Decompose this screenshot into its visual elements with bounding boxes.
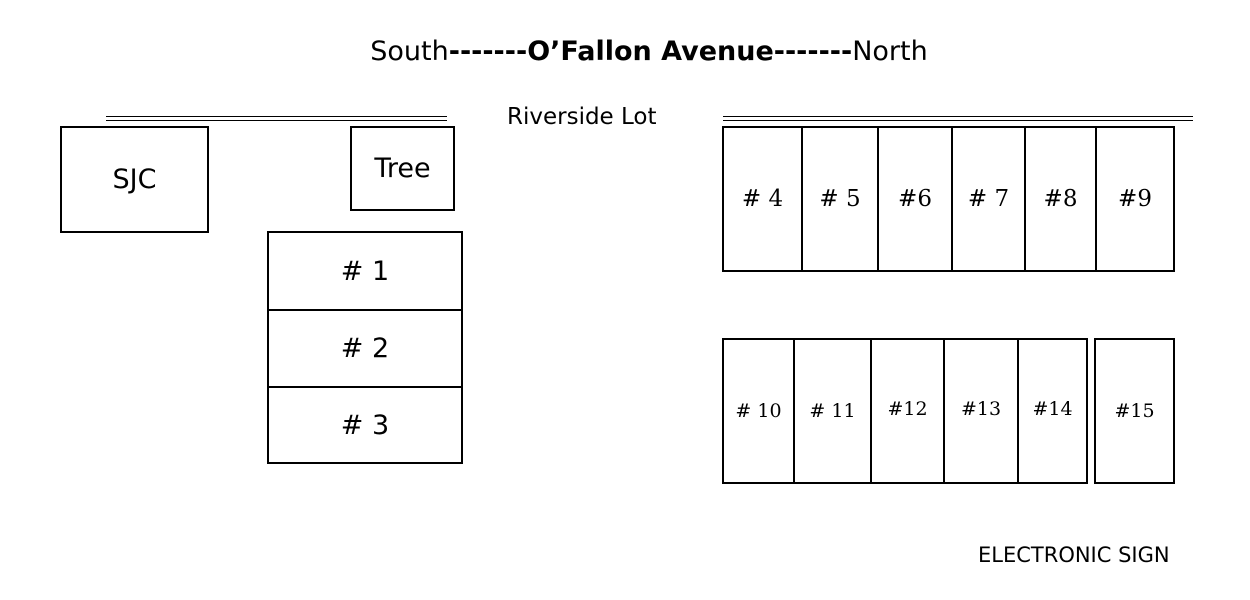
space-label: # 10 bbox=[735, 400, 782, 422]
parking-space: #9 bbox=[1095, 126, 1175, 272]
space-label: #13 bbox=[960, 398, 1002, 420]
space-label: # 2 bbox=[340, 333, 390, 364]
space-label: #15 bbox=[1114, 400, 1155, 422]
heading-dashes-left: ------- bbox=[448, 36, 528, 67]
lot-boundary-left bbox=[106, 116, 447, 121]
lot-label: Riverside Lot bbox=[507, 104, 657, 130]
parking-space: #13 bbox=[943, 338, 1019, 484]
heading-dashes-right: ------- bbox=[773, 36, 853, 67]
parking-space: # 5 bbox=[801, 126, 879, 272]
heading-north: North bbox=[852, 36, 928, 67]
space-label: # 11 bbox=[809, 400, 856, 422]
parking-space: #14 bbox=[1017, 338, 1088, 484]
parking-space: # 7 bbox=[951, 126, 1026, 272]
space-label: #6 bbox=[898, 186, 932, 212]
parking-space: # 2 bbox=[267, 309, 463, 388]
space-label: #12 bbox=[887, 398, 928, 420]
parking-space: # 11 bbox=[793, 338, 872, 484]
space-label: #8 bbox=[1043, 186, 1078, 212]
space-label: # 3 bbox=[340, 409, 390, 441]
parking-space: # 10 bbox=[722, 338, 795, 484]
tree-box: Tree bbox=[350, 126, 455, 211]
street-heading: South-------O’Fallon Avenue-------North bbox=[0, 32, 1250, 72]
heading-south: South bbox=[370, 36, 449, 67]
parking-space: #6 bbox=[877, 126, 953, 272]
space-label: # 4 bbox=[741, 186, 784, 212]
parking-space: #12 bbox=[870, 338, 945, 484]
parking-space: #8 bbox=[1024, 126, 1097, 272]
space-label: # 5 bbox=[819, 186, 861, 212]
parking-space: #15 bbox=[1094, 338, 1175, 484]
space-label: # 7 bbox=[967, 186, 1010, 212]
parking-space: # 1 bbox=[267, 231, 463, 311]
space-label: #14 bbox=[1032, 398, 1073, 420]
sjc-box: SJC bbox=[60, 126, 209, 233]
space-label: # 1 bbox=[340, 255, 390, 287]
electronic-sign-label: ELECTRONIC SIGN bbox=[978, 543, 1170, 567]
lot-boundary-right bbox=[723, 116, 1193, 121]
heading-street-name: O’Fallon Avenue bbox=[527, 36, 774, 67]
space-label: #9 bbox=[1118, 186, 1152, 212]
sjc-label: SJC bbox=[112, 164, 157, 195]
parking-space: # 4 bbox=[722, 126, 803, 272]
parking-space: # 3 bbox=[267, 386, 463, 464]
tree-label: Tree bbox=[374, 153, 431, 184]
